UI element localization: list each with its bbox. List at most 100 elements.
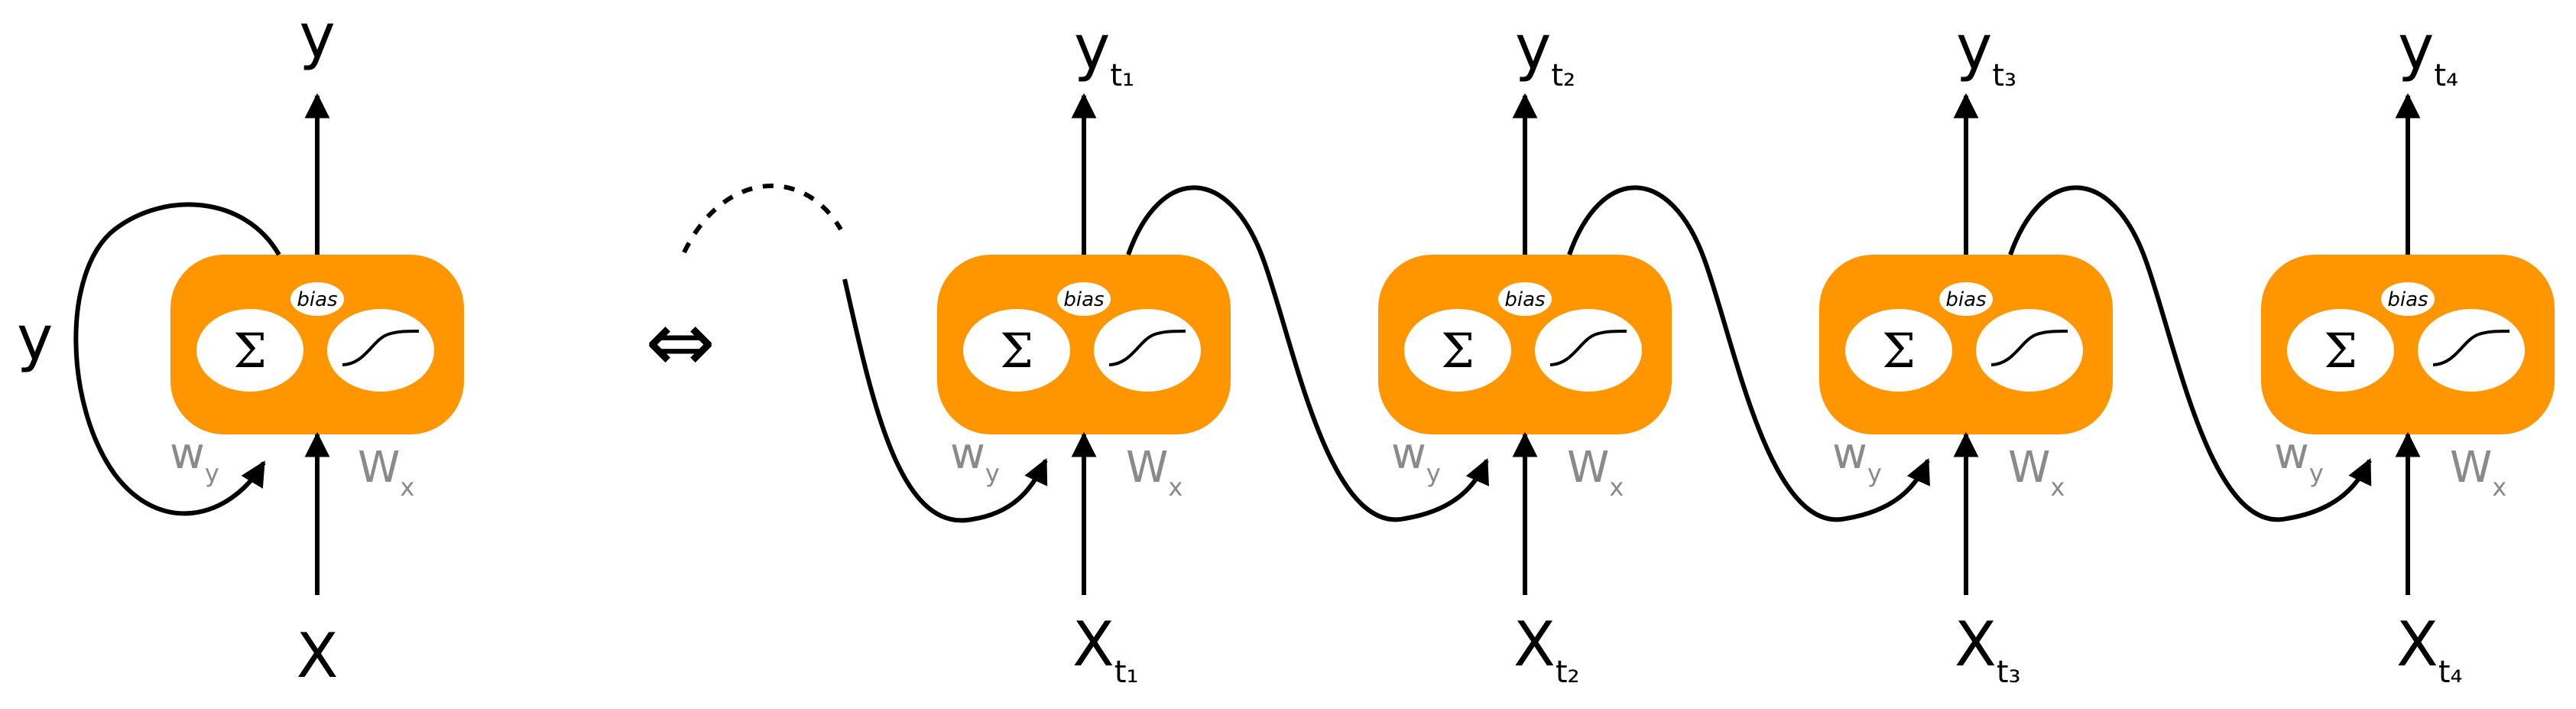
weight-y-t4: wy	[2274, 429, 2324, 488]
folded-weight-y: wy	[170, 429, 219, 488]
bias-label: bias	[2387, 288, 2428, 311]
equivalence-symbol: ⇔	[645, 293, 715, 391]
output-label-t1-sub: t₁	[1110, 58, 1134, 93]
sigmoid-curve-icon	[1990, 330, 2068, 366]
weight-x-t3-sub: x	[2050, 473, 2065, 502]
input-label-t3-base: X	[1955, 609, 1997, 680]
input-label-t1-base: X	[1072, 609, 1114, 680]
sum-ellipse	[196, 309, 303, 392]
weight-y-t2: wy	[1391, 429, 1441, 488]
weight-x-t1-base: W	[1126, 443, 1168, 493]
activation-ellipse	[1976, 309, 2083, 392]
input-label-t2-sub: t₂	[1556, 655, 1580, 690]
sum-ellipse	[1404, 309, 1511, 392]
weight-y-t3-base: w	[1832, 429, 1867, 479]
input-label-t4-sub: t₄	[2438, 655, 2463, 690]
sigmoid-curve-icon	[1549, 330, 1627, 366]
output-label-t4-sub: t₄	[2434, 58, 2458, 93]
bias-pill	[1498, 282, 1552, 316]
weight-x-t2-sub: x	[1609, 473, 1624, 502]
recurrent-link-dashed-start	[682, 183, 843, 254]
sum-symbol: Σ	[233, 323, 267, 379]
bias-pill	[1939, 282, 1993, 316]
weight-y-t1-base: w	[950, 429, 985, 479]
folded-weight-x: Wx	[358, 443, 414, 502]
weight-y-t1: wy	[950, 429, 1000, 488]
recurrent-link-t2	[1126, 185, 1489, 522]
sum-symbol: Σ	[2324, 323, 2357, 379]
input-label-t4: Xt₄	[2396, 609, 2463, 690]
weight-x-t4-sub: x	[2492, 473, 2506, 502]
weight-y-t2-sub: y	[1426, 459, 1441, 488]
activation-ellipse	[327, 309, 434, 392]
input-label-t2-base: X	[1513, 609, 1556, 680]
input-label-t3: Xt₃	[1955, 609, 2021, 690]
weight-y-t4-sub: y	[2309, 459, 2324, 488]
weight-y-t2-base: w	[1391, 429, 1426, 479]
input-label-t2: Xt₂	[1513, 609, 1580, 690]
activation-ellipse	[1535, 309, 1642, 392]
input-label-t1-sub: t₁	[1114, 655, 1139, 690]
output-label-t3-base: y	[1956, 12, 1992, 83]
folded-output-label: y	[299, 1, 335, 72]
weight-x-t2-base: W	[1567, 443, 1609, 493]
recurrent-link-t4	[2008, 185, 2372, 522]
weight-x-t3-base: W	[2008, 443, 2050, 493]
bias-label: bias	[1945, 288, 1986, 311]
output-label-t3: yt₃	[1956, 12, 2016, 93]
weight-y-t1-sub: y	[985, 459, 1000, 488]
output-label-t1: yt₁	[1074, 12, 1134, 93]
sum-symbol: Σ	[1441, 323, 1475, 379]
output-label-t4: yt₄	[2398, 12, 2458, 93]
recurrent-link-t3	[1567, 185, 1930, 522]
sigmoid-curve-icon	[342, 330, 420, 366]
sigmoid-curve-icon	[2432, 330, 2510, 366]
recurrent-link-t1	[842, 278, 1048, 523]
output-label-t2-sub: t₂	[1551, 58, 1575, 93]
activation-ellipse	[2418, 309, 2525, 392]
weight-x-t3: Wx	[2008, 443, 2065, 502]
folded-weight-y-base: w	[170, 429, 205, 479]
weight-y-t4-base: w	[2274, 429, 2309, 479]
bias-pill	[2381, 282, 2435, 316]
folded-weight-x-sub: x	[400, 473, 414, 502]
bias-pill	[290, 282, 344, 316]
weight-x-t4: Wx	[2450, 443, 2506, 502]
output-label-t2: yt₂	[1515, 12, 1575, 93]
sum-ellipse	[1845, 309, 1952, 392]
input-label-t3-sub: t₃	[1997, 655, 2021, 690]
weight-x-t1: Wx	[1126, 443, 1183, 502]
connections-layer	[73, 93, 2421, 595]
output-label-t1-base: y	[1074, 12, 1110, 83]
activation-ellipse	[1094, 309, 1201, 392]
folded-loop-label: y	[17, 303, 53, 374]
input-label-t1: Xt₁	[1072, 609, 1139, 690]
folded-recurrent-loop	[73, 202, 281, 516]
folded-weight-x-base: W	[358, 443, 400, 493]
bias-label: bias	[1063, 288, 1104, 311]
sum-symbol: Σ	[1000, 323, 1033, 379]
bias-label: bias	[1504, 288, 1545, 311]
weight-x-t1-sub: x	[1168, 473, 1183, 502]
bias-pill	[1057, 282, 1111, 316]
folded-weight-y-sub: y	[205, 459, 219, 488]
weight-y-t3-sub: y	[1867, 459, 1882, 488]
sum-ellipse	[963, 309, 1070, 392]
folded-input-label: X	[297, 620, 339, 691]
sum-ellipse	[2287, 309, 2394, 392]
output-label-t4-base: y	[2398, 12, 2434, 83]
weight-y-t3: wy	[1832, 429, 1882, 488]
weight-x-t2: Wx	[1567, 443, 1624, 502]
bias-label: bias	[297, 288, 337, 311]
sum-symbol: Σ	[1882, 323, 1916, 379]
output-label-t3-sub: t₃	[1992, 58, 2016, 93]
weight-x-t4-base: W	[2450, 443, 2492, 493]
